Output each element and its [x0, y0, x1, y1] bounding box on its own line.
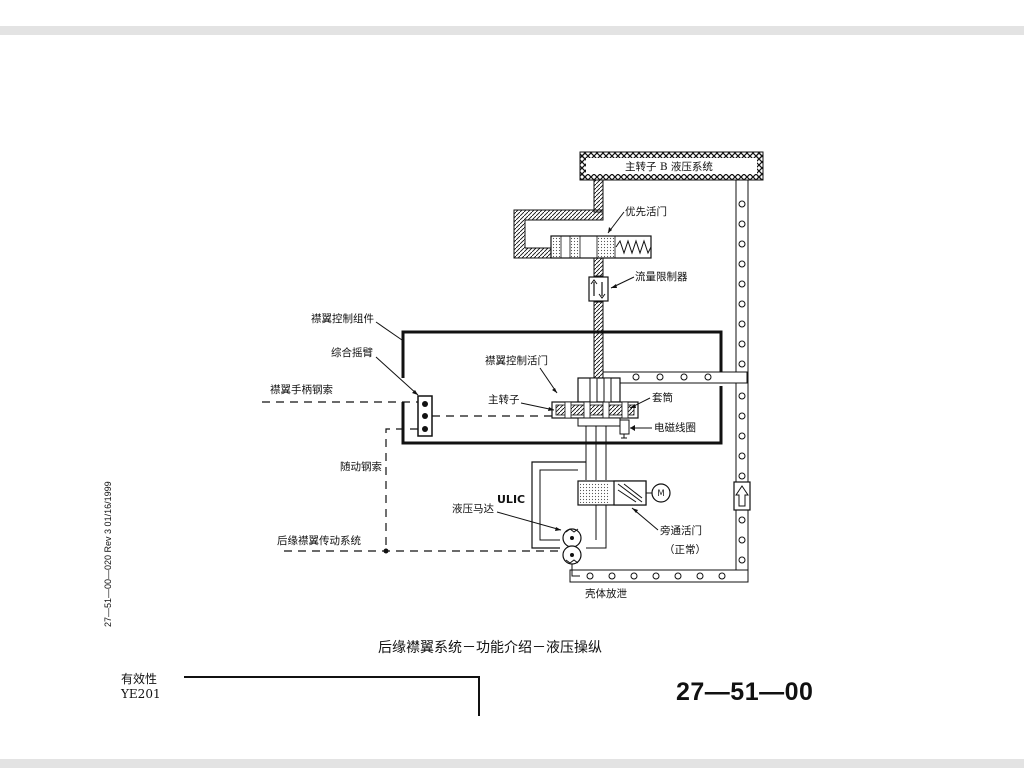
- effectivity-label: 有效性: [121, 672, 158, 686]
- flap-handle-cable: 襟翼手柄钢索: [262, 383, 552, 417]
- bypass-valve-label: 旁通活门: [660, 524, 702, 537]
- main-rotor: 主转子: [488, 393, 555, 411]
- footer-rule-vertical: [478, 676, 480, 716]
- hydraulic-motor: 液压马达: [452, 502, 582, 577]
- priority-valve-label: 优先活门: [625, 205, 667, 218]
- bypass-valve: M 旁通活门 （正常）: [577, 480, 706, 556]
- summing-lever: 综合摇臂: [331, 346, 433, 437]
- flap-handle-cable-label: 襟翼手柄钢索: [270, 383, 333, 396]
- flap-control-valve-label: 襟翼控制活门: [485, 354, 548, 367]
- te-flap-drive-line: 后缘襟翼传动系统: [277, 534, 560, 554]
- te-flap-drive-label: 后缘襟翼传动系统: [277, 534, 361, 547]
- summing-lever-label: 综合摇臂: [331, 346, 373, 359]
- follow-up-cable: 随动钢索: [340, 428, 418, 551]
- flap-control-unit-label: 襟翼控制组件: [311, 312, 374, 325]
- doc-reference-text: 27—51—00—020 Rev 3 01/16/1999: [103, 481, 113, 627]
- top-band: [0, 26, 1024, 35]
- solenoid-label: 电磁线圈: [654, 421, 696, 434]
- footer-rule: [184, 676, 480, 678]
- motor-supply-lines: [531, 426, 607, 549]
- priority-valve: 优先活门: [513, 205, 667, 259]
- bypass-valve-normal-label: （正常）: [664, 543, 706, 556]
- hydraulic-system-b-label: 主转子 B 液压系统: [625, 160, 713, 173]
- sleeve: 套筒: [629, 391, 673, 409]
- hydraulic-fragment-text: ULIC: [497, 493, 525, 506]
- page-number: 27—51—00: [676, 678, 814, 706]
- bottom-band: [0, 759, 1024, 768]
- flap-control-unit: 襟翼控制组件: [311, 312, 723, 445]
- follow-up-cable-label: 随动钢索: [340, 460, 382, 473]
- figure-caption: 后缘襟翼系统－功能介绍－液压操纵: [378, 640, 602, 656]
- hydraulic-system-b-box: 主转子 B 液压系统: [579, 151, 764, 181]
- flap-control-valve: 襟翼控制活门: [485, 354, 639, 439]
- flow-limiter-label: 流量限制器: [635, 270, 688, 283]
- effectivity-code: YE201: [121, 687, 161, 701]
- main-rotor-label: 主转子: [488, 393, 520, 406]
- case-drain-label: 壳体放泄: [585, 587, 627, 600]
- motor-symbol: M: [657, 489, 664, 499]
- return-line: [569, 179, 751, 583]
- hydraulic-motor-label: 液压马达: [452, 502, 494, 515]
- solenoid: 电磁线圈: [630, 421, 696, 434]
- flow-limiter: 流量限制器: [588, 270, 688, 302]
- sleeve-label: 套筒: [652, 391, 673, 404]
